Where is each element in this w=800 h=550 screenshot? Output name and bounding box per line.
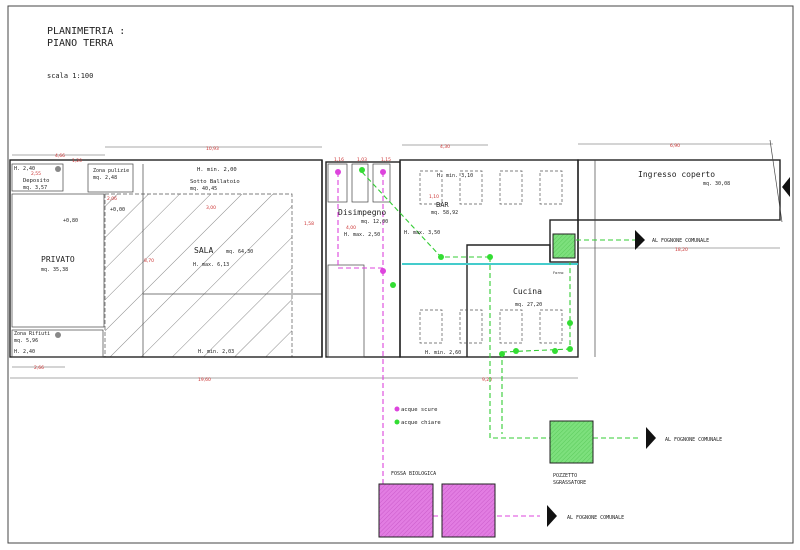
dim-label: 1,58	[304, 221, 314, 227]
room-text: mq. 64,30	[226, 249, 253, 255]
room-text: +0,80	[63, 218, 78, 224]
room-text: Ingresso coperto	[638, 170, 715, 179]
dim-label: 8,70	[144, 258, 154, 264]
room-text: H. min. 2,60	[425, 350, 461, 356]
room-labels: H. 2,40 Deposito mq. 3,57 Zona pulizie m…	[14, 166, 730, 356]
dim-label: 4,30	[440, 144, 450, 150]
room-text: H. min. 3,10	[437, 173, 473, 179]
room-text: PRIVATO	[41, 255, 75, 264]
room-text: Cucina	[513, 287, 542, 296]
dim-label: 2,06	[107, 196, 117, 202]
room-text: mq. 3,57	[23, 185, 47, 191]
room-text: H. min. 2,03	[198, 349, 234, 355]
walls	[9, 139, 783, 358]
room-text: Forno	[553, 271, 564, 275]
dim-label: 1,10	[429, 194, 439, 200]
room-text: mq. 12,00	[361, 219, 388, 225]
dim-label: 10,93	[206, 146, 219, 152]
room-text: mq. 58,92	[431, 210, 458, 216]
dim-label: 9,20	[482, 377, 492, 383]
room-text: Zona Rifiuti	[14, 331, 50, 337]
sewer-label-1: AL FOGNONE COMUNALE	[652, 238, 709, 244]
septic-tank-1	[378, 483, 434, 538]
dim-label: 4,66	[55, 153, 65, 159]
sewer-label-3: AL FOGNONE COMUNALE	[567, 515, 624, 521]
dim-label: 19,60	[198, 377, 211, 383]
entrance-arrow-icon	[782, 177, 790, 197]
room-text: +0,00	[110, 207, 125, 213]
pozzetto-label-1: POZZETTO	[553, 473, 577, 479]
room-text: Sotto Ballatoio	[190, 179, 240, 185]
title-line2: PIANO TERRA	[47, 38, 113, 49]
legend-dark-water: acque scure	[401, 407, 437, 413]
dim-label: 1,03	[357, 157, 367, 163]
legend-clear-water: acque chiare	[401, 420, 441, 426]
room-text: SALA	[194, 246, 213, 255]
dim-label: 6,90	[670, 143, 680, 149]
room-text: H. max. 2,50	[344, 232, 380, 238]
room-text: mq. 40,45	[190, 186, 217, 192]
top-dimensions: 4,66 1,20 10,93 1,16 1,03 1,15 4,30 6,90…	[10, 143, 780, 383]
grease-trap	[549, 420, 594, 464]
sewer-label-2: AL FOGNONE COMUNALE	[665, 437, 722, 443]
room-text: Disimpegno	[338, 208, 386, 217]
room-text: H. min. 2,00	[197, 167, 237, 173]
drain-points	[55, 166, 573, 357]
dim-label: 1,16	[334, 157, 344, 163]
legend-dark-water-icon	[394, 406, 400, 412]
dim-label: 1,15	[381, 157, 391, 163]
dim-label: 18,20	[675, 247, 688, 253]
room-text: mq. 30,08	[703, 181, 730, 187]
arrow-icon	[635, 230, 645, 250]
title-line1: PLANIMETRIA :	[47, 26, 125, 37]
dim-label: 1,20	[72, 158, 82, 164]
room-text: H. max. 3,50	[404, 230, 440, 236]
grease-trap-small	[552, 233, 576, 259]
dim-label: 2,66	[34, 365, 44, 371]
dim-label: 3,00	[206, 205, 216, 211]
drawing-frame	[7, 5, 794, 544]
room-text: H. max. 6,13	[193, 262, 229, 268]
septic-tank-2	[441, 483, 496, 538]
room-text: H. 2,40	[14, 349, 35, 355]
room-text: mq. 5,96	[14, 338, 38, 344]
room-text: Zona pulizie	[93, 168, 129, 174]
arrow-icon	[646, 427, 656, 449]
tables	[419, 170, 563, 344]
room-text: mq. 2,48	[93, 175, 117, 181]
pozzetto-label-2: SGRASSATORE	[553, 480, 586, 486]
room-text: H. 2,40	[14, 166, 35, 172]
legend-clear-water-icon	[394, 419, 400, 425]
room-text: mq. 35,38	[41, 267, 68, 273]
room-text: Deposito	[23, 178, 50, 184]
room-text: mq. 27,20	[515, 302, 542, 308]
arrow-icon	[547, 505, 557, 527]
sala-hatched-area	[104, 193, 293, 358]
dim-label: 4,00	[346, 225, 356, 231]
fossa-label: FOSSA BIOLOGICA	[391, 471, 436, 477]
dim-label: 2,55	[31, 171, 41, 177]
scale-label: scala 1:100	[47, 72, 93, 80]
room-text: BAR	[436, 201, 449, 209]
